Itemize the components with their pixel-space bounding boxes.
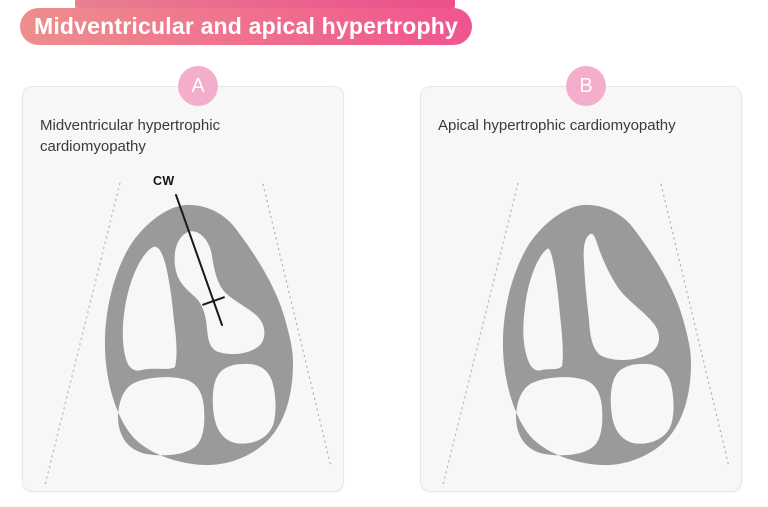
heart-cross-section — [104, 204, 293, 466]
panel-a-title: Midventricular hypertrophic cardiomyopat… — [40, 117, 221, 155]
panel-b-badge: B — [566, 66, 606, 106]
panel-midventricular: Midventricular hypertrophic cardiomyopat… — [22, 86, 344, 492]
ultrasound-sector-lines — [44, 182, 332, 486]
ultrasound-sector-lines — [442, 182, 730, 486]
page-title: Midventricular and apical hypertrophy — [33, 13, 459, 39]
heart-diagram-apical — [442, 182, 730, 486]
panel-a-badge-letter: A — [191, 74, 205, 97]
panel-apical: Apical hypertrophic cardiomyopathy — [420, 86, 742, 492]
cw-doppler-line — [175, 194, 225, 326]
heart-diagram-midventricular — [44, 182, 332, 486]
panel-a-badge: A — [178, 66, 218, 106]
title-banner: Midventricular and apical hypertrophy — [20, 8, 472, 45]
heart-cross-section — [502, 204, 691, 466]
cw-doppler-label: CW — [153, 174, 175, 188]
panel-b-title: Apical hypertrophic cardiomyopathy — [438, 117, 676, 134]
panel-b-badge-letter: B — [579, 74, 593, 97]
